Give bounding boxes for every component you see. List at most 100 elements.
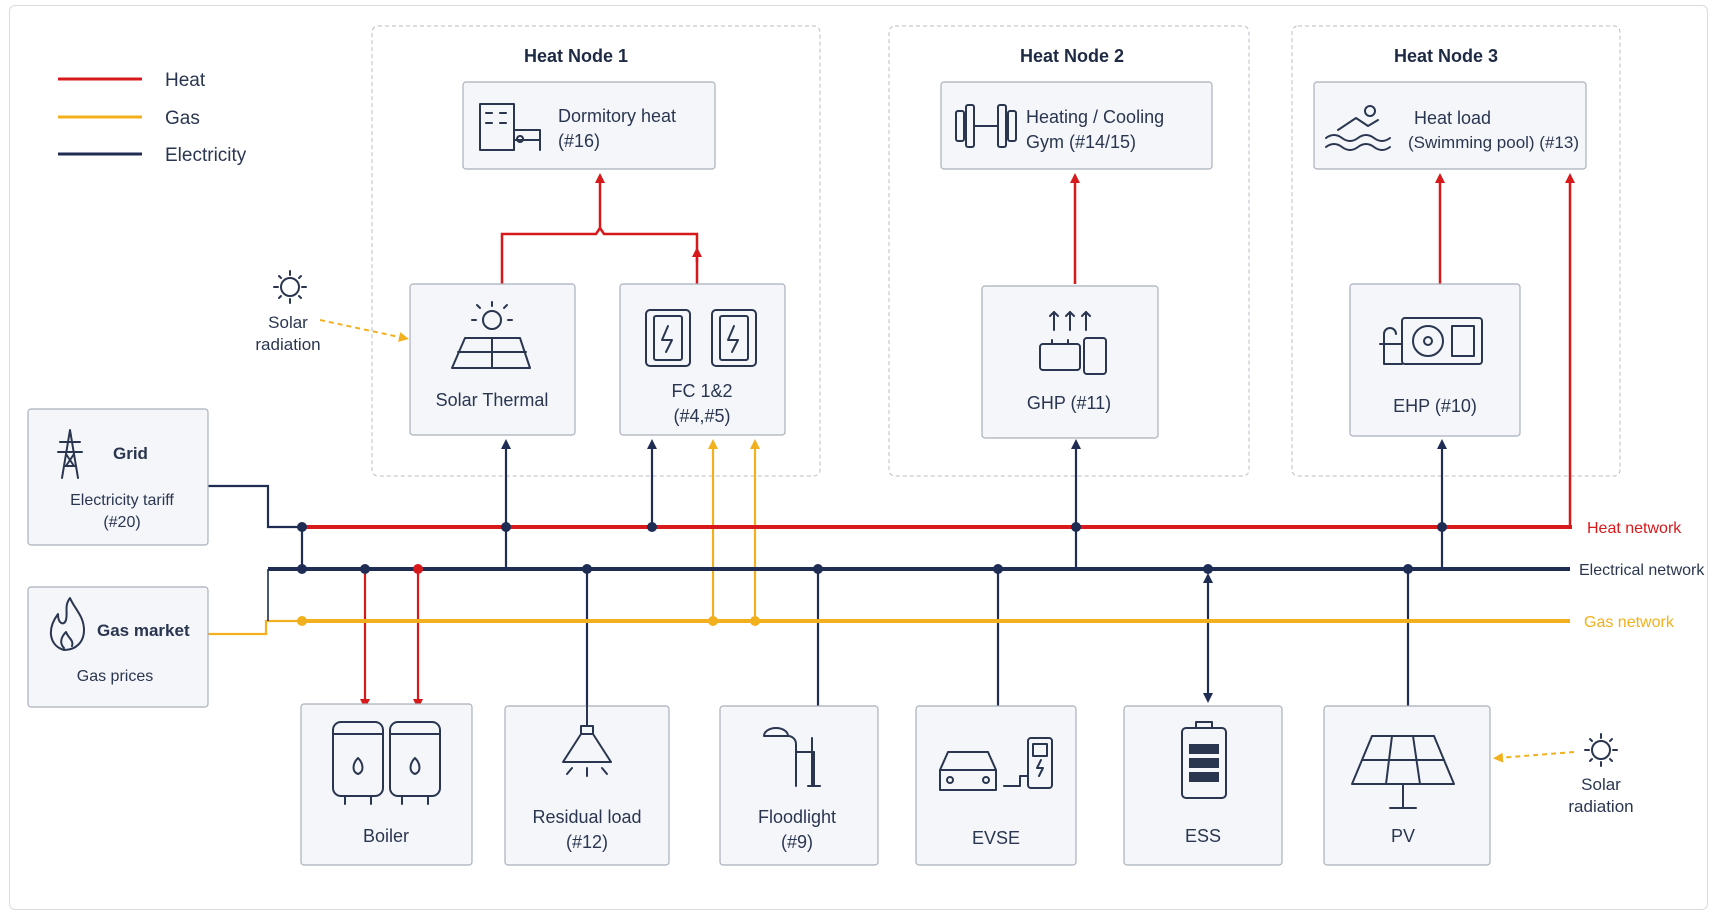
grid-feed-line xyxy=(208,484,302,529)
heat-pump-icon xyxy=(1039,311,1107,375)
ehp-box[interactable]: EHP (#10) xyxy=(1349,283,1521,437)
heat-node-1-group xyxy=(371,25,821,477)
solar-radiation-arrow-1 xyxy=(319,319,409,342)
boiler-label: Boiler xyxy=(363,826,409,846)
junction-dot xyxy=(1203,564,1213,574)
solar-thermal-label: Solar Thermal xyxy=(436,390,549,410)
connections xyxy=(208,173,1575,763)
evse-box[interactable]: EVSE xyxy=(915,705,1077,866)
sun-icon xyxy=(1584,733,1618,767)
pv-label: PV xyxy=(1391,826,1415,846)
grid-sub-1: Electricity tariff xyxy=(70,492,174,509)
floodlight-box[interactable]: Floodlight (#9) xyxy=(719,705,879,866)
residual-line-1: Residual load xyxy=(532,807,641,827)
fuel-cell-icon xyxy=(645,309,757,367)
junction-dot xyxy=(413,564,423,574)
swimmer-icon xyxy=(1325,105,1391,151)
floodlight-line-1: Floodlight xyxy=(758,807,836,827)
ehp-label: EHP (#10) xyxy=(1393,396,1477,416)
junctions xyxy=(297,522,1447,626)
dormitory-line-1: Dormitory heat xyxy=(558,106,676,126)
lamp-icon xyxy=(562,705,612,777)
heat-link-solar-thermal xyxy=(500,227,602,284)
dormitory-line-2: (#16) xyxy=(558,131,600,151)
ess-label: ESS xyxy=(1185,826,1221,846)
electrical-network-label: Electrical network xyxy=(1579,562,1705,579)
junction-dot xyxy=(1403,564,1413,574)
heat-node-3-title: Heat Node 3 xyxy=(1394,46,1498,66)
gas-feed-line xyxy=(208,619,302,636)
fc-box[interactable]: FC 1&2 (#4,#5) xyxy=(619,283,786,436)
pv-box[interactable]: PV xyxy=(1323,705,1491,866)
solar-radiation-2-line-2: radiation xyxy=(1568,797,1633,816)
boiler-tanks-icon xyxy=(332,721,441,805)
flame-icon xyxy=(49,597,85,651)
junction-dot xyxy=(647,522,657,532)
solar-radiation-arrow-2 xyxy=(1493,751,1575,763)
solar-radiation-source-1: Solar radiation xyxy=(255,270,321,354)
legend-heat-label: Heat xyxy=(165,70,206,91)
ghp-box[interactable]: GHP (#11) xyxy=(981,285,1159,439)
heat-node-3-group xyxy=(1291,25,1621,477)
dumbbell-icon xyxy=(955,104,1017,148)
battery-icon xyxy=(1181,721,1227,799)
boiler-box[interactable]: Boiler xyxy=(300,703,473,866)
heat-link-fc xyxy=(598,227,699,284)
junction-dot xyxy=(750,616,760,626)
building-bed-icon xyxy=(479,103,541,151)
car-charger-icon xyxy=(939,737,1053,791)
gym-line-1: Heating / Cooling xyxy=(1026,107,1164,127)
heat-network-label: Heat network xyxy=(1587,520,1682,537)
grid-box[interactable]: Grid Electricity tariff (#20) xyxy=(27,408,209,546)
dormitory-load-box[interactable]: Dormitory heat (#16) xyxy=(462,81,716,170)
junction-dot xyxy=(297,616,307,626)
solar-radiation-line-2: radiation xyxy=(255,335,320,354)
solar-thermal-box[interactable]: Solar Thermal xyxy=(409,283,576,436)
floodlight-line-2: (#9) xyxy=(781,832,813,852)
grid-title: Grid xyxy=(113,444,148,463)
legend-electricity-label: Electricity xyxy=(165,145,247,166)
sun-icon xyxy=(273,270,307,304)
residual-load-box[interactable]: Residual load (#12) xyxy=(504,705,670,866)
heat-node-1-title: Heat Node 1 xyxy=(524,46,628,66)
ghp-label: GHP (#11) xyxy=(1027,393,1111,413)
grid-sub-2: (#20) xyxy=(103,514,140,531)
legend: Heat Gas Electricity xyxy=(58,70,247,166)
junction-dot xyxy=(501,522,511,532)
junction-dot xyxy=(813,564,823,574)
residual-line-2: (#12) xyxy=(566,832,608,852)
gas-market-box[interactable]: Gas market Gas prices xyxy=(27,586,209,708)
junction-dot xyxy=(297,522,307,532)
junction-dot xyxy=(582,564,592,574)
solar-radiation-2-line-1: Solar xyxy=(1581,775,1621,794)
gas-network-label: Gas network xyxy=(1584,614,1675,631)
sun-icon xyxy=(471,301,513,330)
evse-label: EVSE xyxy=(972,828,1020,848)
pool-load-box[interactable]: Heat load (Swimming pool) (#13) xyxy=(1313,81,1587,170)
pylon-icon xyxy=(57,429,83,479)
diagram-frame xyxy=(9,5,1708,910)
pv-panel-icon xyxy=(1351,735,1455,809)
junction-dot xyxy=(297,564,307,574)
streetlight-icon xyxy=(763,727,821,787)
ehp-unit-icon xyxy=(1379,317,1483,365)
gym-load-box[interactable]: Heating / Cooling Gym (#14/15) xyxy=(940,81,1213,170)
junction-dot xyxy=(993,564,1003,574)
junction-dot xyxy=(708,616,718,626)
gas-market-title: Gas market xyxy=(97,621,190,640)
pool-line-1: Heat load xyxy=(1414,108,1491,128)
solar-collector-icon xyxy=(451,337,531,369)
junction-dot xyxy=(1071,522,1081,532)
solar-radiation-line-1: Solar xyxy=(268,313,308,332)
solar-radiation-source-2: Solar radiation xyxy=(1568,733,1634,816)
networks: Heat network Electrical network Gas netw… xyxy=(268,520,1705,631)
heat-node-2-title: Heat Node 2 xyxy=(1020,46,1124,66)
gym-line-2: Gym (#14/15) xyxy=(1026,132,1136,152)
pool-line-2: (Swimming pool) (#13) xyxy=(1408,133,1579,152)
junction-dot xyxy=(1437,522,1447,532)
gas-market-sub: Gas prices xyxy=(77,668,153,685)
ess-box[interactable]: ESS xyxy=(1123,705,1283,866)
junction-dot xyxy=(360,564,370,574)
fc-line-2: (#4,#5) xyxy=(673,406,730,426)
